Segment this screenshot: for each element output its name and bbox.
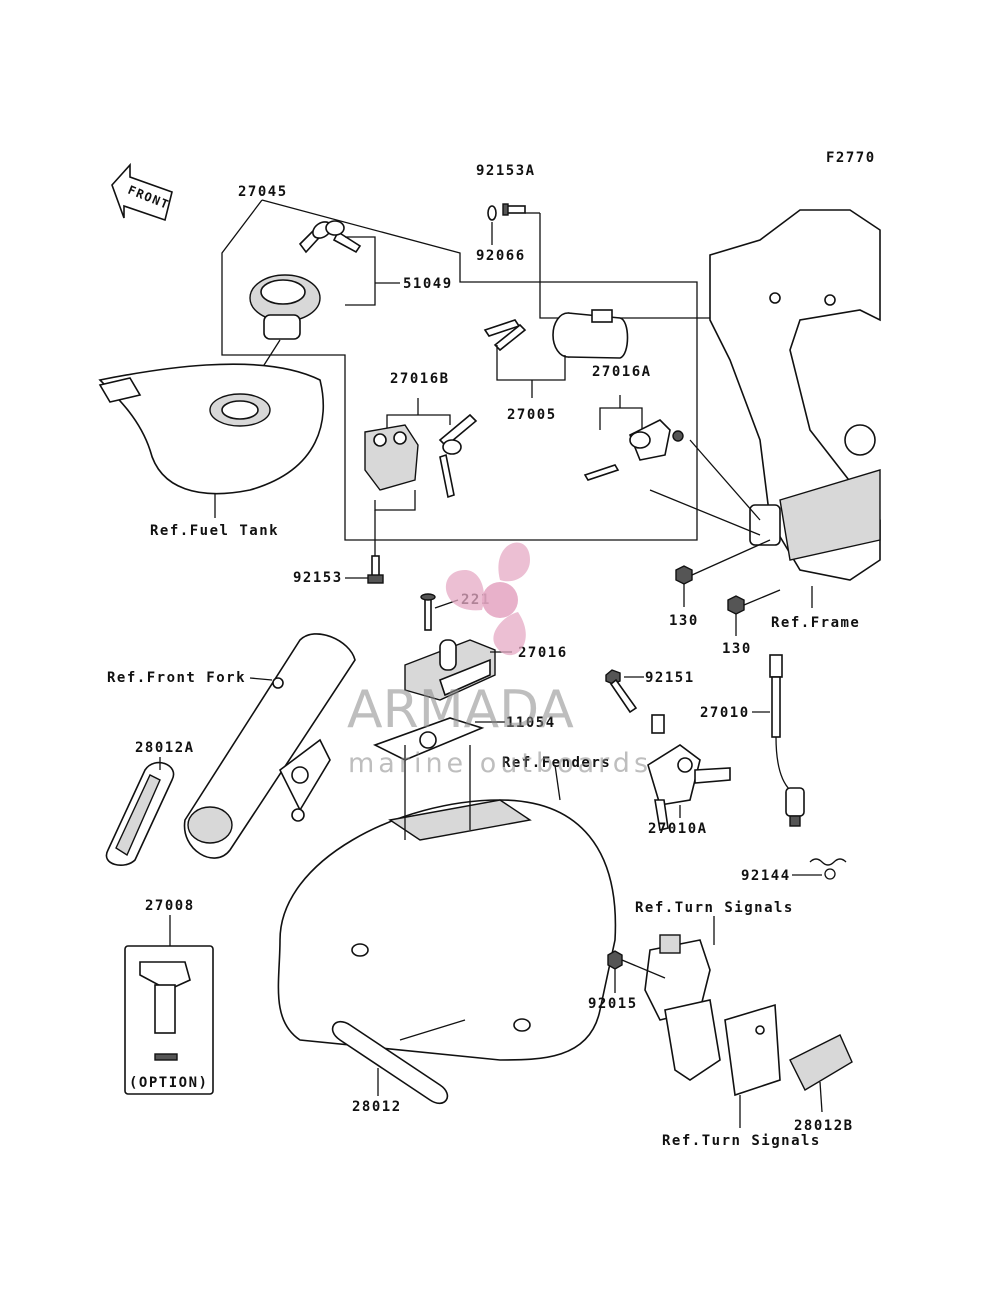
screw-92153A-icon [502,203,526,216]
label-92066: 92066 [476,248,526,264]
label-ref-turn-signals-top: Ref.Turn Signals [635,900,794,916]
label-27016A: 27016A [592,364,652,380]
ignition-switch-27005-icon [483,309,629,359]
lock-housing-27016-icon [404,639,496,701]
figure-code: F2770 [826,150,876,166]
label-ref-frame: Ref.Frame [771,615,860,631]
label-92015: 92015 [588,996,638,1012]
ignition-set-bracket [221,199,720,541]
bolt-92153-icon [367,555,384,584]
label-11054: 11054 [506,715,556,731]
label-option: (OPTION) [129,1075,208,1091]
lock-27016B-icon [364,413,478,499]
label-ref-front-fork: Ref.Front Fork [107,670,246,686]
label-27016B: 27016B [390,371,450,387]
label-ref-fenders: Ref.Fenders [502,755,611,771]
plate-11054-icon [372,717,485,761]
key-pair-51049-icon [298,220,362,254]
label-28012A: 28012A [135,740,195,756]
watermark: ARMADA marine outboards [347,542,652,779]
fender-shape [277,799,617,1061]
bolt-92151-icon [605,669,638,714]
label-27045: 27045 [238,184,288,200]
label-92153: 92153 [293,570,343,586]
turn-signal-bracket-icon [644,934,781,1097]
switch-27010-icon [769,654,805,827]
label-130-a: 130 [669,613,699,629]
label-27008: 27008 [145,898,195,914]
label-28012: 28012 [352,1099,402,1115]
label-27010A: 27010A [648,821,708,837]
propeller-logo-icon [445,542,530,656]
switch-27010A-icon [647,714,731,831]
nut-92015-icon [607,950,623,970]
label-92144: 92144 [741,868,791,884]
washer-92066-icon [487,205,497,221]
label-ref-turn-signals-bottom: Ref.Turn Signals [662,1133,821,1149]
label-27016: 27016 [518,645,568,661]
reflector-28012B-icon [789,1034,853,1091]
label-51049: 51049 [403,276,453,292]
label-92153A: 92153A [476,163,536,179]
fuel-cap-icon [249,274,321,340]
watermark-tagline: marine outboards [348,748,652,779]
nut-130-a-icon [675,565,693,585]
label-27005: 27005 [507,407,557,423]
watermark-brand: ARMADA [347,680,574,740]
front-arrow-icon: FRONT [111,162,173,222]
lock-27016A-icon [583,419,684,481]
label-130-b: 130 [722,641,752,657]
fuel-tank-shape [98,363,325,495]
label-92151: 92151 [645,670,695,686]
nut-130-b-icon [727,595,745,615]
reflector-28012-icon [331,1020,449,1105]
key-27008-box [124,945,214,1095]
reflector-28012A-icon [105,761,175,866]
label-27010: 27010 [700,705,750,721]
screw-221-icon [420,593,436,631]
label-ref-fuel-tank: Ref.Fuel Tank [150,523,279,539]
label-28012B: 28012B [794,1118,854,1134]
spring-92144-icon [809,858,847,880]
frame-shape [709,209,881,581]
front-fork-shape [183,633,356,859]
